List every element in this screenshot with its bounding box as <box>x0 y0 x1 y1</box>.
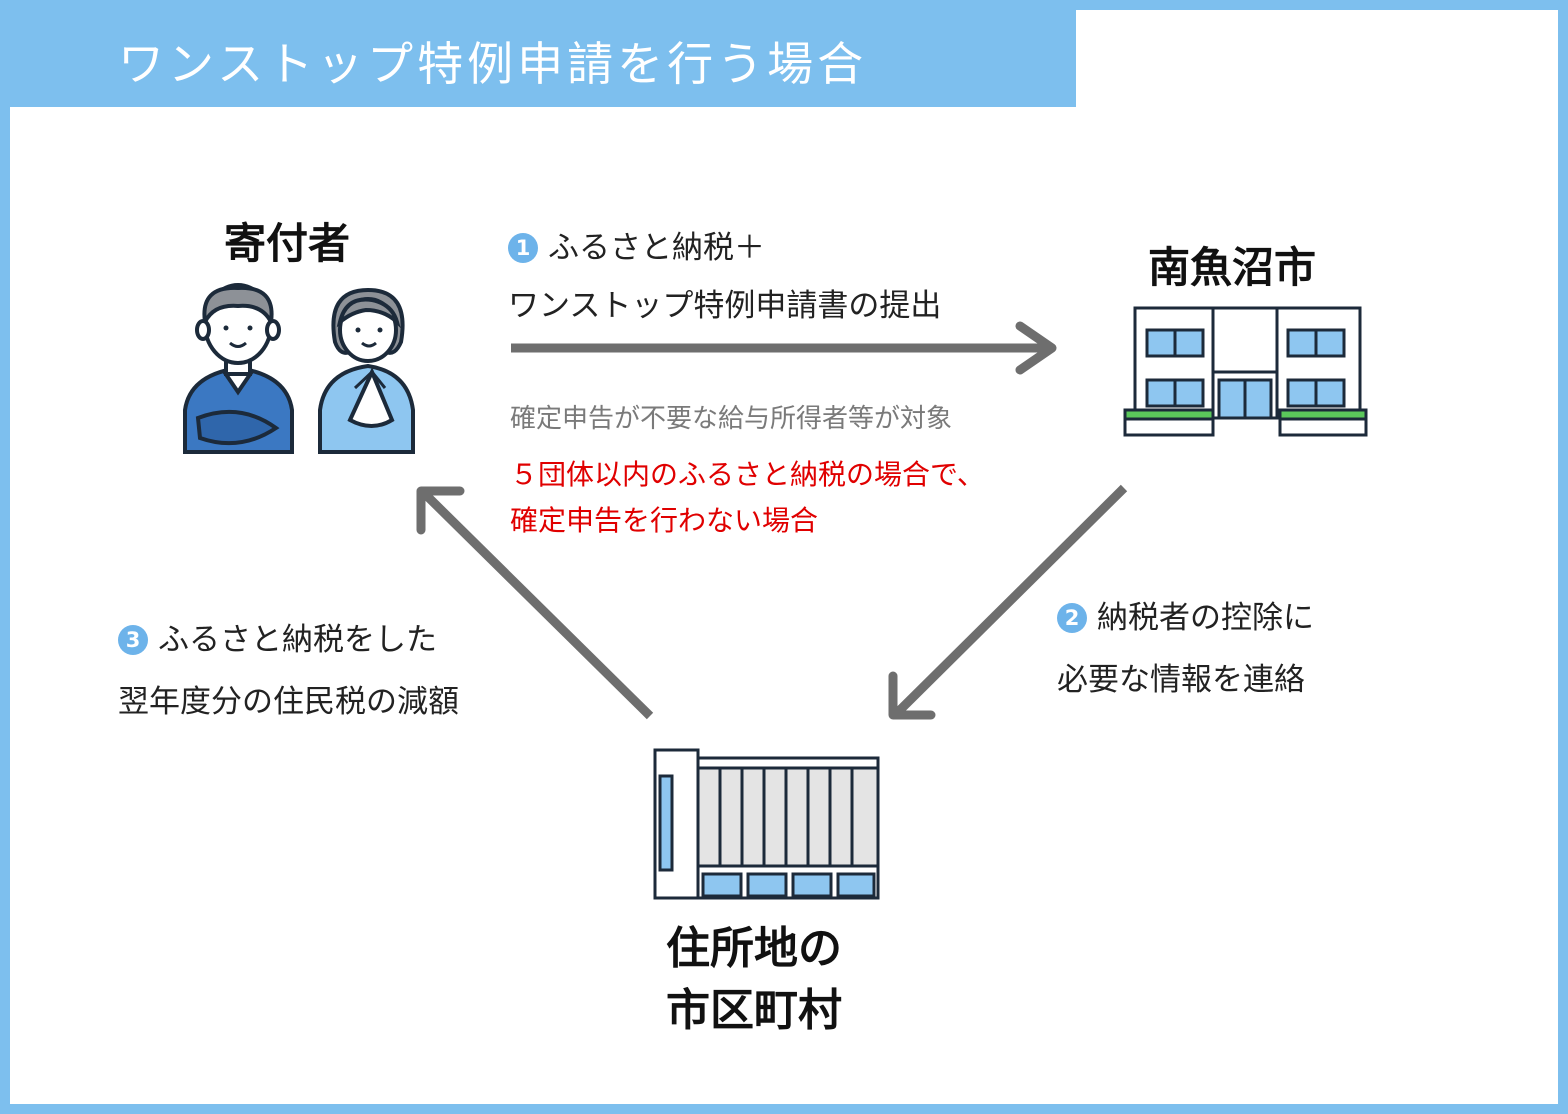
step2-title: 2 納税者の控除に <box>1057 592 1314 637</box>
step3-number-badge: 3 <box>118 625 148 655</box>
condition-note-line1: ５団体以内のふるさと納税の場合で、 <box>510 458 985 491</box>
municipality-label-line1: 住所地の <box>666 923 842 974</box>
step1-title: 1 ふるさと納税＋ <box>508 222 765 267</box>
arrow-submit <box>511 321 1057 375</box>
step3-line1: ふるさと納税をした <box>158 622 437 658</box>
step1-line1: ふるさと納税＋ <box>548 230 765 266</box>
header-blank <box>1076 10 1558 107</box>
step3-title: 3 ふるさと納税をした <box>118 614 437 659</box>
city-hall-icon <box>1123 306 1368 437</box>
city-label: 南魚沼市 <box>1148 243 1317 292</box>
municipal-building-icon <box>653 748 880 900</box>
donor-label: 寄付者 <box>224 219 351 268</box>
step2-line1: 納税者の控除に <box>1097 600 1314 636</box>
condition-note-line2: 確定申告を行わない場合 <box>510 504 819 537</box>
title-tab <box>10 10 1076 107</box>
page-title: ワンストップ特例申請を行う場合 <box>118 37 868 91</box>
municipality-label-line2: 市区町村 <box>666 985 842 1036</box>
content-panel <box>10 107 1558 1104</box>
step1-number-badge: 1 <box>508 233 538 263</box>
condition-note: ５団体以内のふるさと納税の場合で、 確定申告を行わない場合 <box>510 452 985 544</box>
target-note: 確定申告が不要な給与所得者等が対象 <box>510 404 953 434</box>
arrow-notify <box>888 484 1128 720</box>
step3-line2: 翌年度分の住民税の減額 <box>118 684 459 720</box>
man-icon <box>183 283 294 454</box>
municipality-label: 住所地の 市区町村 <box>666 918 842 1042</box>
step1-line2: ワンストップ特例申請書の提出 <box>508 288 942 324</box>
step2-number-badge: 2 <box>1057 603 1087 633</box>
woman-icon <box>318 287 415 454</box>
step2-line2: 必要な情報を連絡 <box>1057 662 1305 698</box>
arrow-reduction <box>416 486 654 720</box>
